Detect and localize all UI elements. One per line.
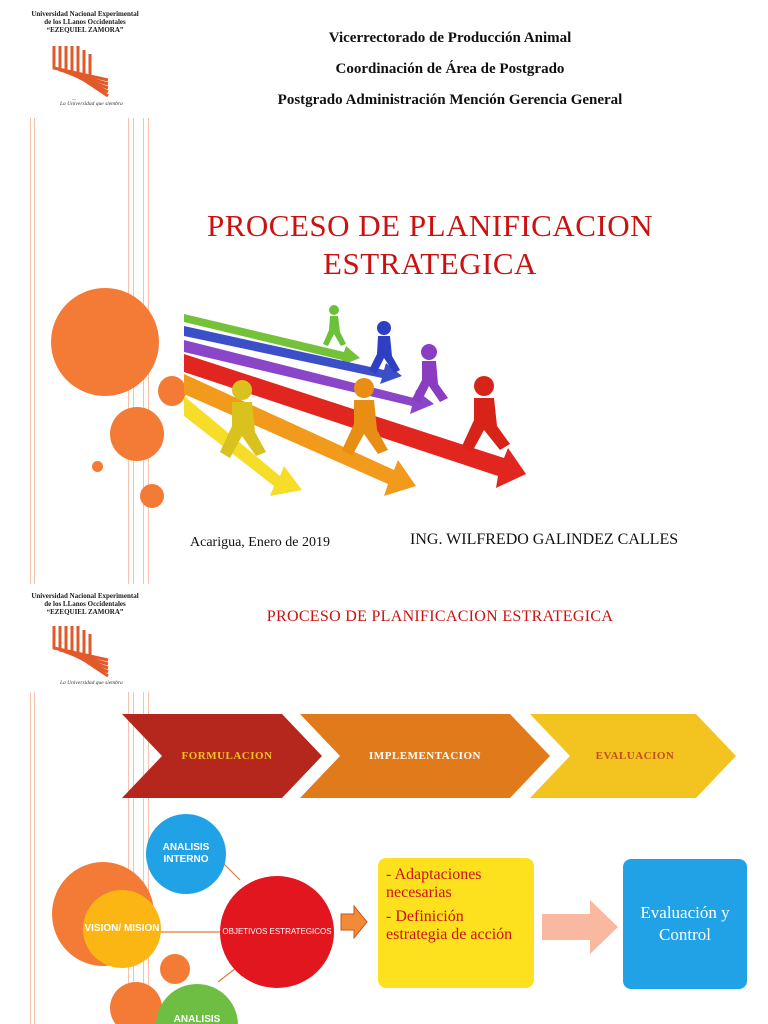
- stage-label: EVALUACION: [595, 750, 675, 762]
- logo-tagline: La Universidad que siembra: [60, 101, 123, 107]
- header-vicerrectorado: Vicerrectorado de Producción Animal: [328, 30, 572, 46]
- header-postgrado: Postgrado Administración Mención Gerenci…: [277, 92, 623, 108]
- logo-emblem-icon: [52, 46, 109, 100]
- arrow-right-large-icon: [542, 900, 618, 954]
- stage-evaluacion: EVALUACION: [530, 714, 736, 798]
- slide-title: PROCESO DE PLANIFICACION ESTRATEGICA: [266, 608, 614, 625]
- decorative-band: [0, 0, 150, 584]
- author-name: ING. WILFREDO GALINDEZ CALLES: [410, 531, 679, 548]
- box-item: - Definición estrategia de acción: [386, 908, 513, 943]
- logo-text: Universidad Nacional Experimental de los…: [31, 592, 139, 616]
- connector-lines: [160, 859, 241, 983]
- university-logo: Universidad Nacional Experimental de los…: [0, 586, 165, 692]
- decorative-circle-medium: [110, 982, 162, 1024]
- logo-text: Universidad Nacional Experimental de los…: [31, 10, 139, 34]
- decorative-circle-tiny: [92, 461, 103, 472]
- runners-illustration: [184, 305, 526, 496]
- decorative-circle-medium: [110, 407, 164, 461]
- decorative-circle-small-2: [140, 484, 164, 508]
- circle-analisis-interno: ANALISIS INTERNO: [146, 814, 226, 894]
- stage-implementacion: IMPLEMENTACION: [300, 714, 550, 798]
- circle-objetivos-estrategicos: OBJETIVOS ESTRATEGICOS: [220, 876, 334, 988]
- decorative-circle-small: [160, 954, 190, 984]
- logo-tagline: La Universidad que siembra: [60, 680, 123, 686]
- circle-vision-mision: VISION/ MISION: [83, 890, 161, 968]
- logo-emblem-icon: [52, 626, 109, 678]
- evaluacion-control-box: Evaluación y Control: [623, 859, 747, 989]
- decorative-circle-small: [158, 376, 186, 406]
- stage-label: IMPLEMENTACION: [369, 750, 481, 762]
- stage-label: FORMULACION: [181, 750, 273, 762]
- arrow-right-icon: [340, 904, 368, 940]
- university-logo: Universidad Nacional Experimental de los…: [0, 0, 165, 118]
- place-date: Acarigua, Enero de 2019: [190, 535, 330, 550]
- adaptaciones-box: - Adaptaciones necesarias - Definición e…: [378, 858, 534, 988]
- box-item: - Adaptaciones necesarias: [386, 866, 482, 901]
- slide-1: Universidad Nacional Experimental de los…: [0, 0, 679, 584]
- header-coordinacion: Coordinación de Área de Postgrado: [335, 61, 565, 77]
- slide-title-line2: ESTRATEGICA: [323, 246, 537, 281]
- slide-2: Universidad Nacional Experimental de los…: [0, 586, 768, 1024]
- stage-formulacion: FORMULACION: [122, 714, 322, 798]
- decorative-circle-large: [51, 288, 159, 396]
- decorative-band: [0, 586, 150, 1024]
- slide-title-line1: PROCESO DE PLANIFICACION: [206, 208, 654, 243]
